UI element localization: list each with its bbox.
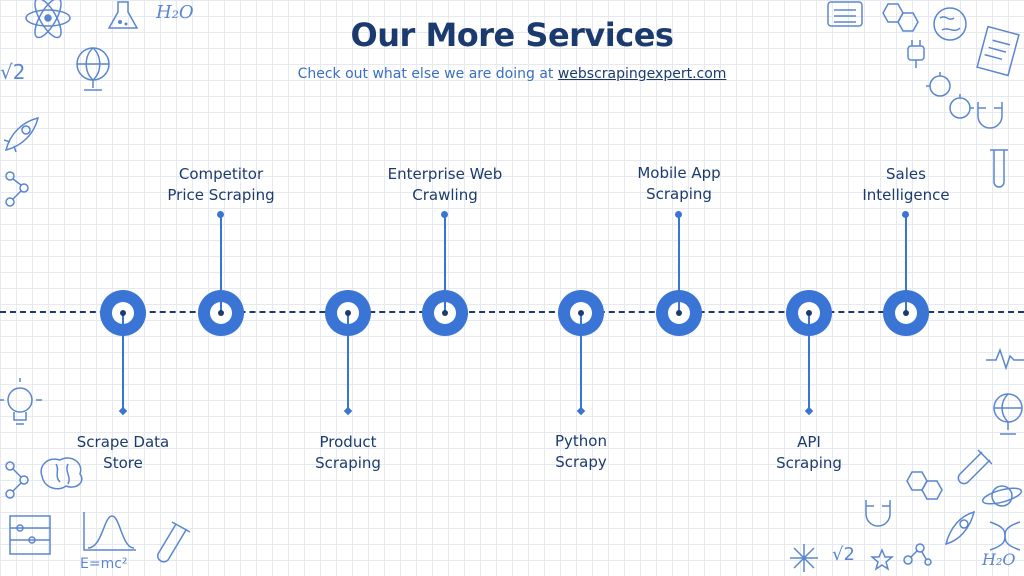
magnet-icon [970,96,1010,136]
plug-icon [900,36,934,70]
connector-end-marker [343,406,353,416]
label-line: Crawling [412,186,478,204]
label-line: Sales [886,165,926,183]
service-label-scrape-data-store: Scrape Data Store [48,432,198,474]
service-label-product-scraping: Product Scraping [273,432,423,474]
label-line: Scraping [315,454,381,472]
label-line: Mobile App [637,164,721,182]
dna-icon [986,518,1024,554]
connector-end-marker [118,406,128,416]
connector-end-marker [804,406,814,416]
hexagon-molecule-icon [876,0,924,36]
connector-end-dot [217,211,224,218]
label-line: Python [555,432,607,450]
label-line: Scrapy [555,453,607,471]
timeline-line [0,311,1024,313]
connector-stem [347,313,349,410]
molecule-icon-right [900,540,934,570]
globe-icon-right [986,388,1024,438]
test-tube-icon [984,148,1014,192]
rocket-icon-bottom [940,506,980,550]
sparkle-icon [786,540,822,576]
connector-end-dot [902,211,909,218]
page-subtitle: Check out what else we are doing at webs… [0,66,1024,82]
light-bulb-icon [0,378,44,434]
emc2-doodle: E=mc² [80,556,128,572]
h2o-doodle: H₂O [156,2,194,23]
connector-stem [905,216,907,312]
subtitle-text: Check out what else we are doing at [297,66,554,82]
atom-icon [22,0,74,40]
label-line: Competitor [178,165,264,183]
sqrt2-doodle-bottom: √2 [832,544,855,565]
connector-end-dot [675,211,682,218]
service-label-api-scraping: API Scraping [734,432,884,474]
molecule-icon [0,166,34,210]
star-icon [870,548,894,572]
service-label-competitor-price-scraping: Competitor Price Scraping [146,164,296,206]
rocket-icon [0,112,44,156]
test-tube-icon-bottom [150,520,190,570]
connector-end-marker [576,406,586,416]
label-line: Scraping [646,185,712,203]
label-line: Store [103,454,143,472]
brain-icon [36,452,88,492]
flask-icon [106,0,140,32]
label-line: Enterprise Web [387,165,503,183]
page-title: Our More Services [350,16,674,54]
node-center-dot [345,310,351,316]
molecule-icon-bottom [0,456,34,502]
service-label-enterprise-web-crawling: Enterprise Web Crawling [370,164,520,206]
connector-stem [580,313,582,410]
connector-stem [808,313,810,410]
magnet-icon-bottom [858,494,898,534]
hexagon-molecule-icon-bottom [900,466,950,506]
label-line: Scrape Data [76,433,170,451]
connector-stem [678,216,680,312]
sqrt2-doodle: √2 [0,60,26,84]
globe-icon [70,44,116,94]
connector-stem [444,216,446,312]
node-center-dot [806,310,812,316]
service-label-python-scrapy: Python Scrapy [506,431,656,473]
node-center-dot [578,310,584,316]
connector-end-dot [441,211,448,218]
microbe-icon [922,70,978,126]
h2o-doodle-bottom: H₂O [982,550,1016,569]
abacus-icon [0,510,54,560]
earth-icon [930,4,970,44]
calculator-icon [822,0,868,30]
service-label-sales-intelligence: Sales Intelligence [831,164,981,206]
label-line: Intelligence [862,186,950,204]
label-line: Product [319,433,377,451]
document-icon [976,26,1022,78]
node-center-dot [120,310,126,316]
label-line: API [797,433,821,451]
bell-curve-icon [78,510,138,554]
connector-stem [220,216,222,312]
heartbeat-icon [986,346,1024,372]
node-center-dot [676,310,682,316]
test-tube-icon-right [952,448,992,488]
node-center-dot [442,310,448,316]
website-link[interactable]: webscrapingexpert.com [557,66,727,82]
label-line: Scraping [776,454,842,472]
node-center-dot [903,310,909,316]
node-center-dot [218,310,224,316]
service-label-mobile-app-scraping: Mobile App Scraping [604,163,754,205]
label-line: Price Scraping [167,186,275,204]
connector-stem [122,313,124,410]
planet-icon [980,478,1024,514]
